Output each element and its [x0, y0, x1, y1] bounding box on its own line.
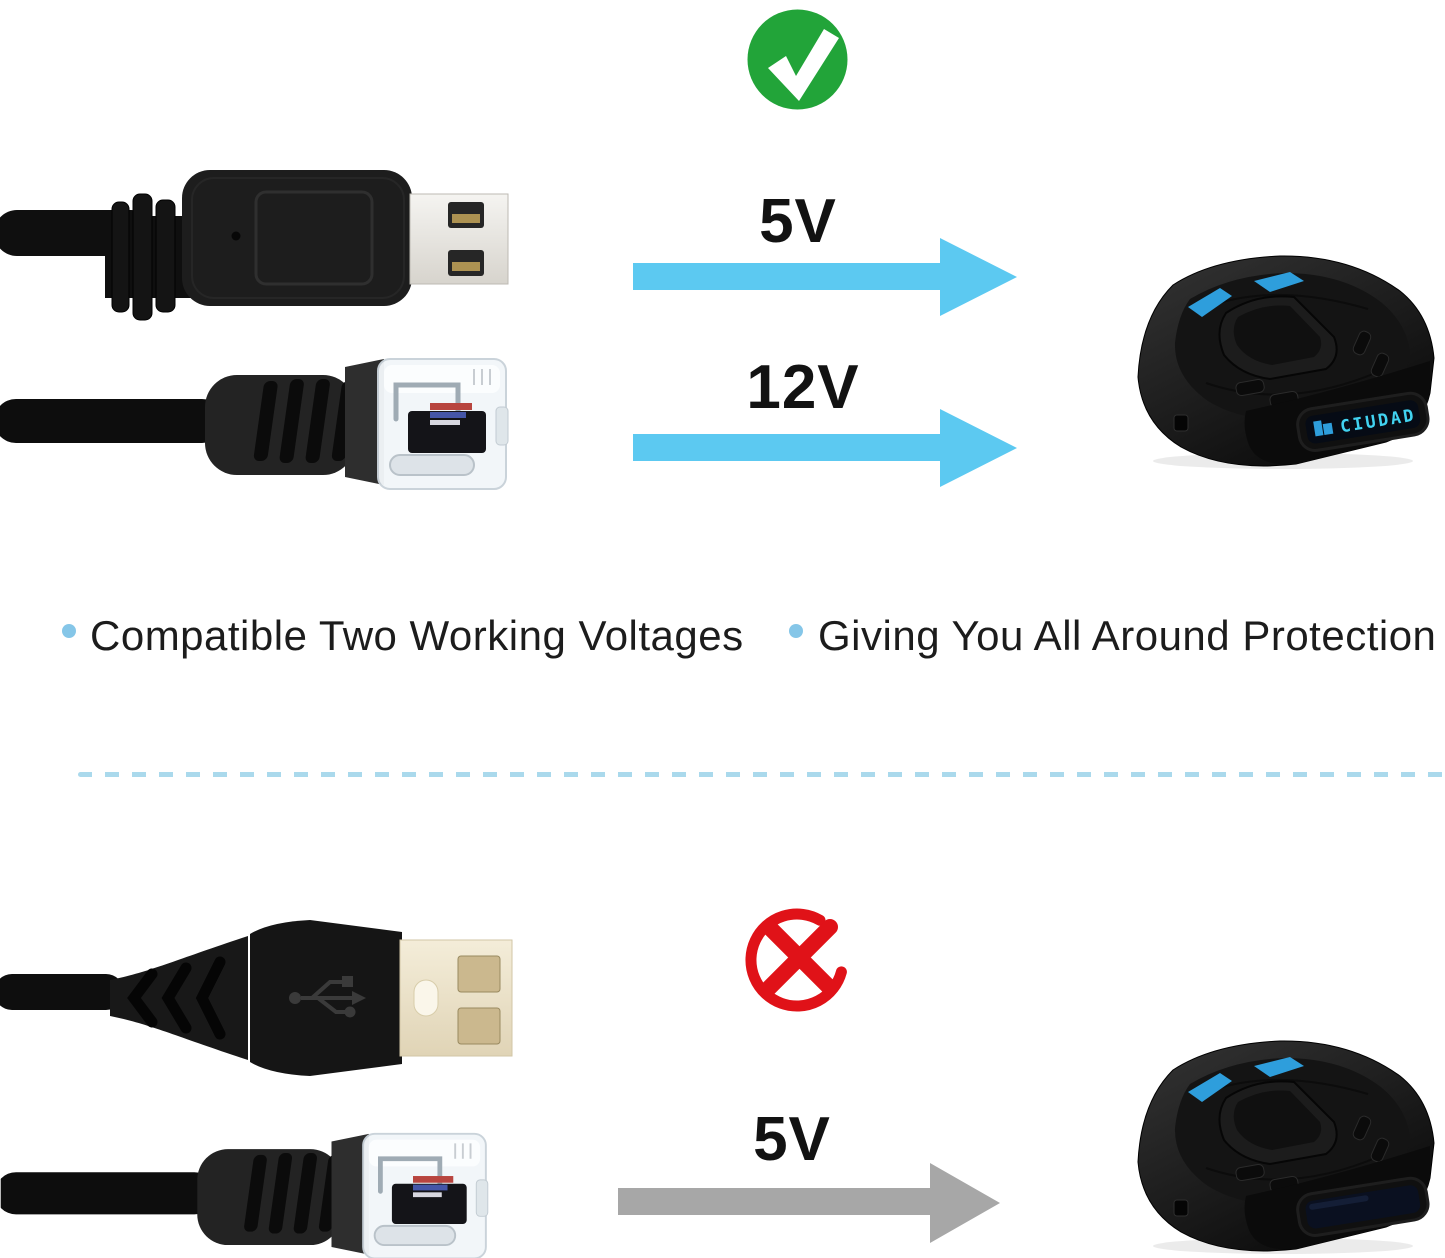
voltage-label-5v-top: 5V — [759, 187, 837, 256]
bullet-dot-left — [62, 624, 76, 638]
radar-detector-on-photo: CIUDAD — [1118, 243, 1440, 471]
usb-connector-bottom-photo — [0, 920, 513, 1076]
x-circle-icon — [745, 908, 847, 1012]
voltage-label-12v: 12V — [746, 353, 860, 422]
radar-detector-off-photo — [1118, 1028, 1440, 1256]
blue-arrow-5v-icon — [633, 238, 1017, 316]
voltage-label-5v-bottom: 5V — [753, 1105, 831, 1174]
building-icon — [1313, 420, 1334, 437]
dashed-divider — [78, 772, 1444, 777]
gray-arrow-5v-icon — [618, 1163, 1000, 1243]
feature-text-left: Compatible Two Working Voltages — [90, 612, 744, 659]
rj11-connector-bottom-photo — [0, 1130, 500, 1258]
blue-arrow-12v-icon — [633, 409, 1017, 487]
bullet-dot-right — [789, 624, 803, 638]
usb-connector-top-photo — [0, 170, 509, 321]
check-circle-icon — [747, 9, 848, 110]
feature-text-right: Giving You All Around Protection — [818, 612, 1437, 659]
usb-trident-icon — [289, 976, 366, 1018]
rj11-connector-top-photo — [0, 355, 520, 525]
